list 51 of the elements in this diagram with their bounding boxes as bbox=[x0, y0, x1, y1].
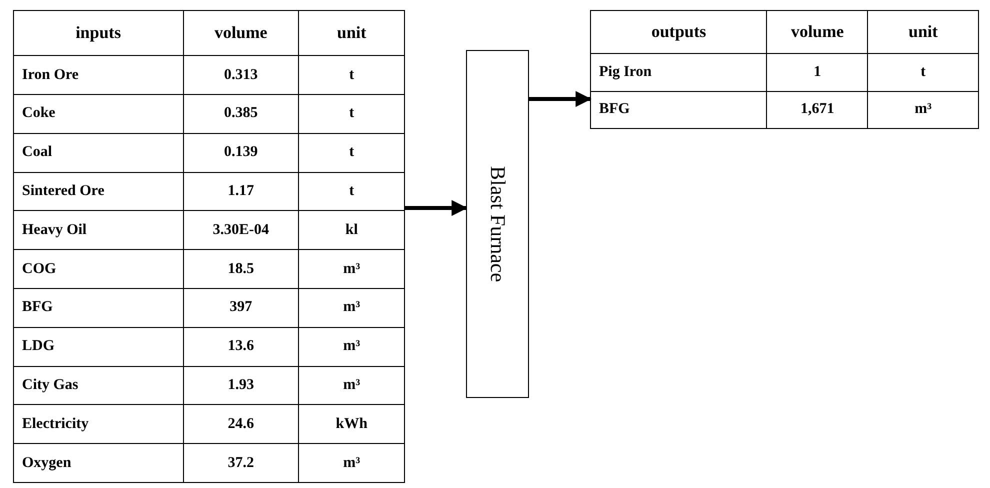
table-cell: 397 bbox=[183, 288, 299, 328]
table-cell: t bbox=[298, 94, 404, 134]
table-cell: 1,671 bbox=[766, 91, 868, 128]
table-cell: m³ bbox=[298, 444, 404, 482]
table-cell: BFG bbox=[14, 288, 184, 328]
column-header: volume bbox=[183, 10, 299, 56]
column-header: inputs bbox=[14, 10, 184, 56]
column-header: volume bbox=[766, 10, 868, 54]
table-cell: kWh bbox=[298, 404, 404, 444]
table-cell: m³ bbox=[298, 366, 404, 405]
table-cell: Oxygen bbox=[14, 444, 184, 482]
table-cell: Iron Ore bbox=[14, 56, 184, 95]
table-cell: Heavy Oil bbox=[14, 210, 184, 250]
column-header: unit bbox=[868, 10, 978, 54]
table-cell: 1.93 bbox=[183, 366, 299, 405]
column-header: outputs bbox=[590, 10, 767, 54]
table-cell: t bbox=[298, 133, 404, 172]
process-box bbox=[466, 50, 529, 398]
table-cell: 1.17 bbox=[183, 172, 299, 211]
table-cell: COG bbox=[14, 250, 184, 288]
table-cell: 0.139 bbox=[183, 133, 299, 172]
table-cell: Sintered Ore bbox=[14, 172, 184, 211]
arrow bbox=[529, 91, 592, 107]
table-cell: 18.5 bbox=[183, 250, 299, 288]
table-cell: m³ bbox=[298, 288, 404, 328]
table-cell: LDG bbox=[14, 327, 184, 366]
table-cell: m³ bbox=[298, 327, 404, 366]
column-header: unit bbox=[298, 10, 404, 56]
table-cell: 0.313 bbox=[183, 56, 299, 95]
table-cell: 0.385 bbox=[183, 94, 299, 134]
table-cell: t bbox=[298, 56, 404, 95]
table-cell: Coke bbox=[14, 94, 184, 134]
data-table bbox=[13, 10, 405, 483]
table-cell: 24.6 bbox=[183, 404, 299, 444]
table-cell: City Gas bbox=[14, 366, 184, 405]
arrow bbox=[405, 200, 468, 216]
table-cell: 13.6 bbox=[183, 327, 299, 366]
table-cell: 37.2 bbox=[183, 444, 299, 482]
table-cell: t bbox=[298, 172, 404, 211]
table-cell: Pig Iron bbox=[590, 54, 767, 92]
table-cell: m³ bbox=[298, 250, 404, 288]
table-cell: Electricity bbox=[14, 404, 184, 444]
table-cell: 3.30E-04 bbox=[183, 210, 299, 250]
table-cell: 1 bbox=[766, 54, 868, 92]
table-cell: m³ bbox=[868, 91, 978, 128]
table-cell: BFG bbox=[590, 91, 767, 128]
table-cell: kl bbox=[298, 210, 404, 250]
table-cell: Coal bbox=[14, 133, 184, 172]
data-table bbox=[590, 10, 979, 129]
table-cell: t bbox=[868, 54, 978, 92]
process-label: Blast Furnace bbox=[485, 166, 510, 282]
